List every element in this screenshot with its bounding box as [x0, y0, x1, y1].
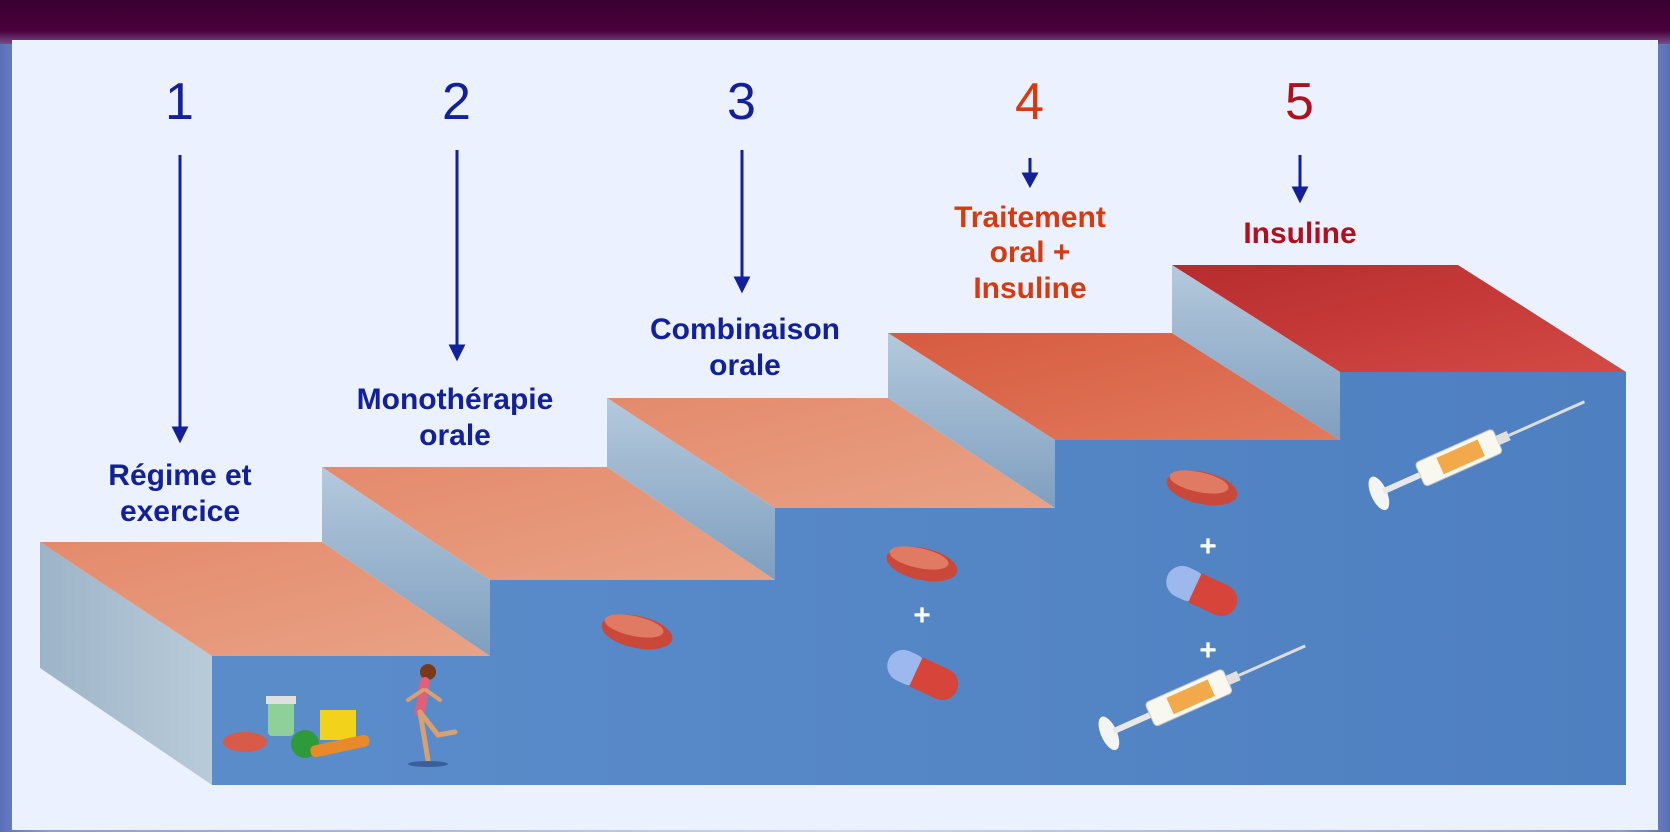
arrow-4-head: [1024, 174, 1036, 185]
plus-sign-4b: +: [1199, 634, 1217, 667]
step-4-label: Traitement oral + Insuline: [920, 200, 1140, 306]
plus-sign-4a: +: [1199, 530, 1217, 563]
arrow-1-head: [174, 428, 186, 440]
step-1-number: 1: [165, 72, 194, 132]
step-3-label: Combinaison orale: [610, 312, 880, 384]
arrow-2-head: [451, 346, 463, 358]
arrow-5-head: [1294, 188, 1306, 200]
step-4-number: 4: [1015, 72, 1044, 132]
step-1-label: Régime et exercice: [75, 458, 285, 530]
step-5-number: 5: [1285, 72, 1314, 132]
step-3-number: 3: [727, 72, 756, 132]
step-5-label: Insuline: [1210, 216, 1390, 252]
arrow-3-head: [736, 278, 748, 290]
step-2-label: Monothérapie orale: [320, 382, 590, 454]
plus-sign-3: +: [913, 599, 931, 632]
step-2-number: 2: [442, 72, 471, 132]
